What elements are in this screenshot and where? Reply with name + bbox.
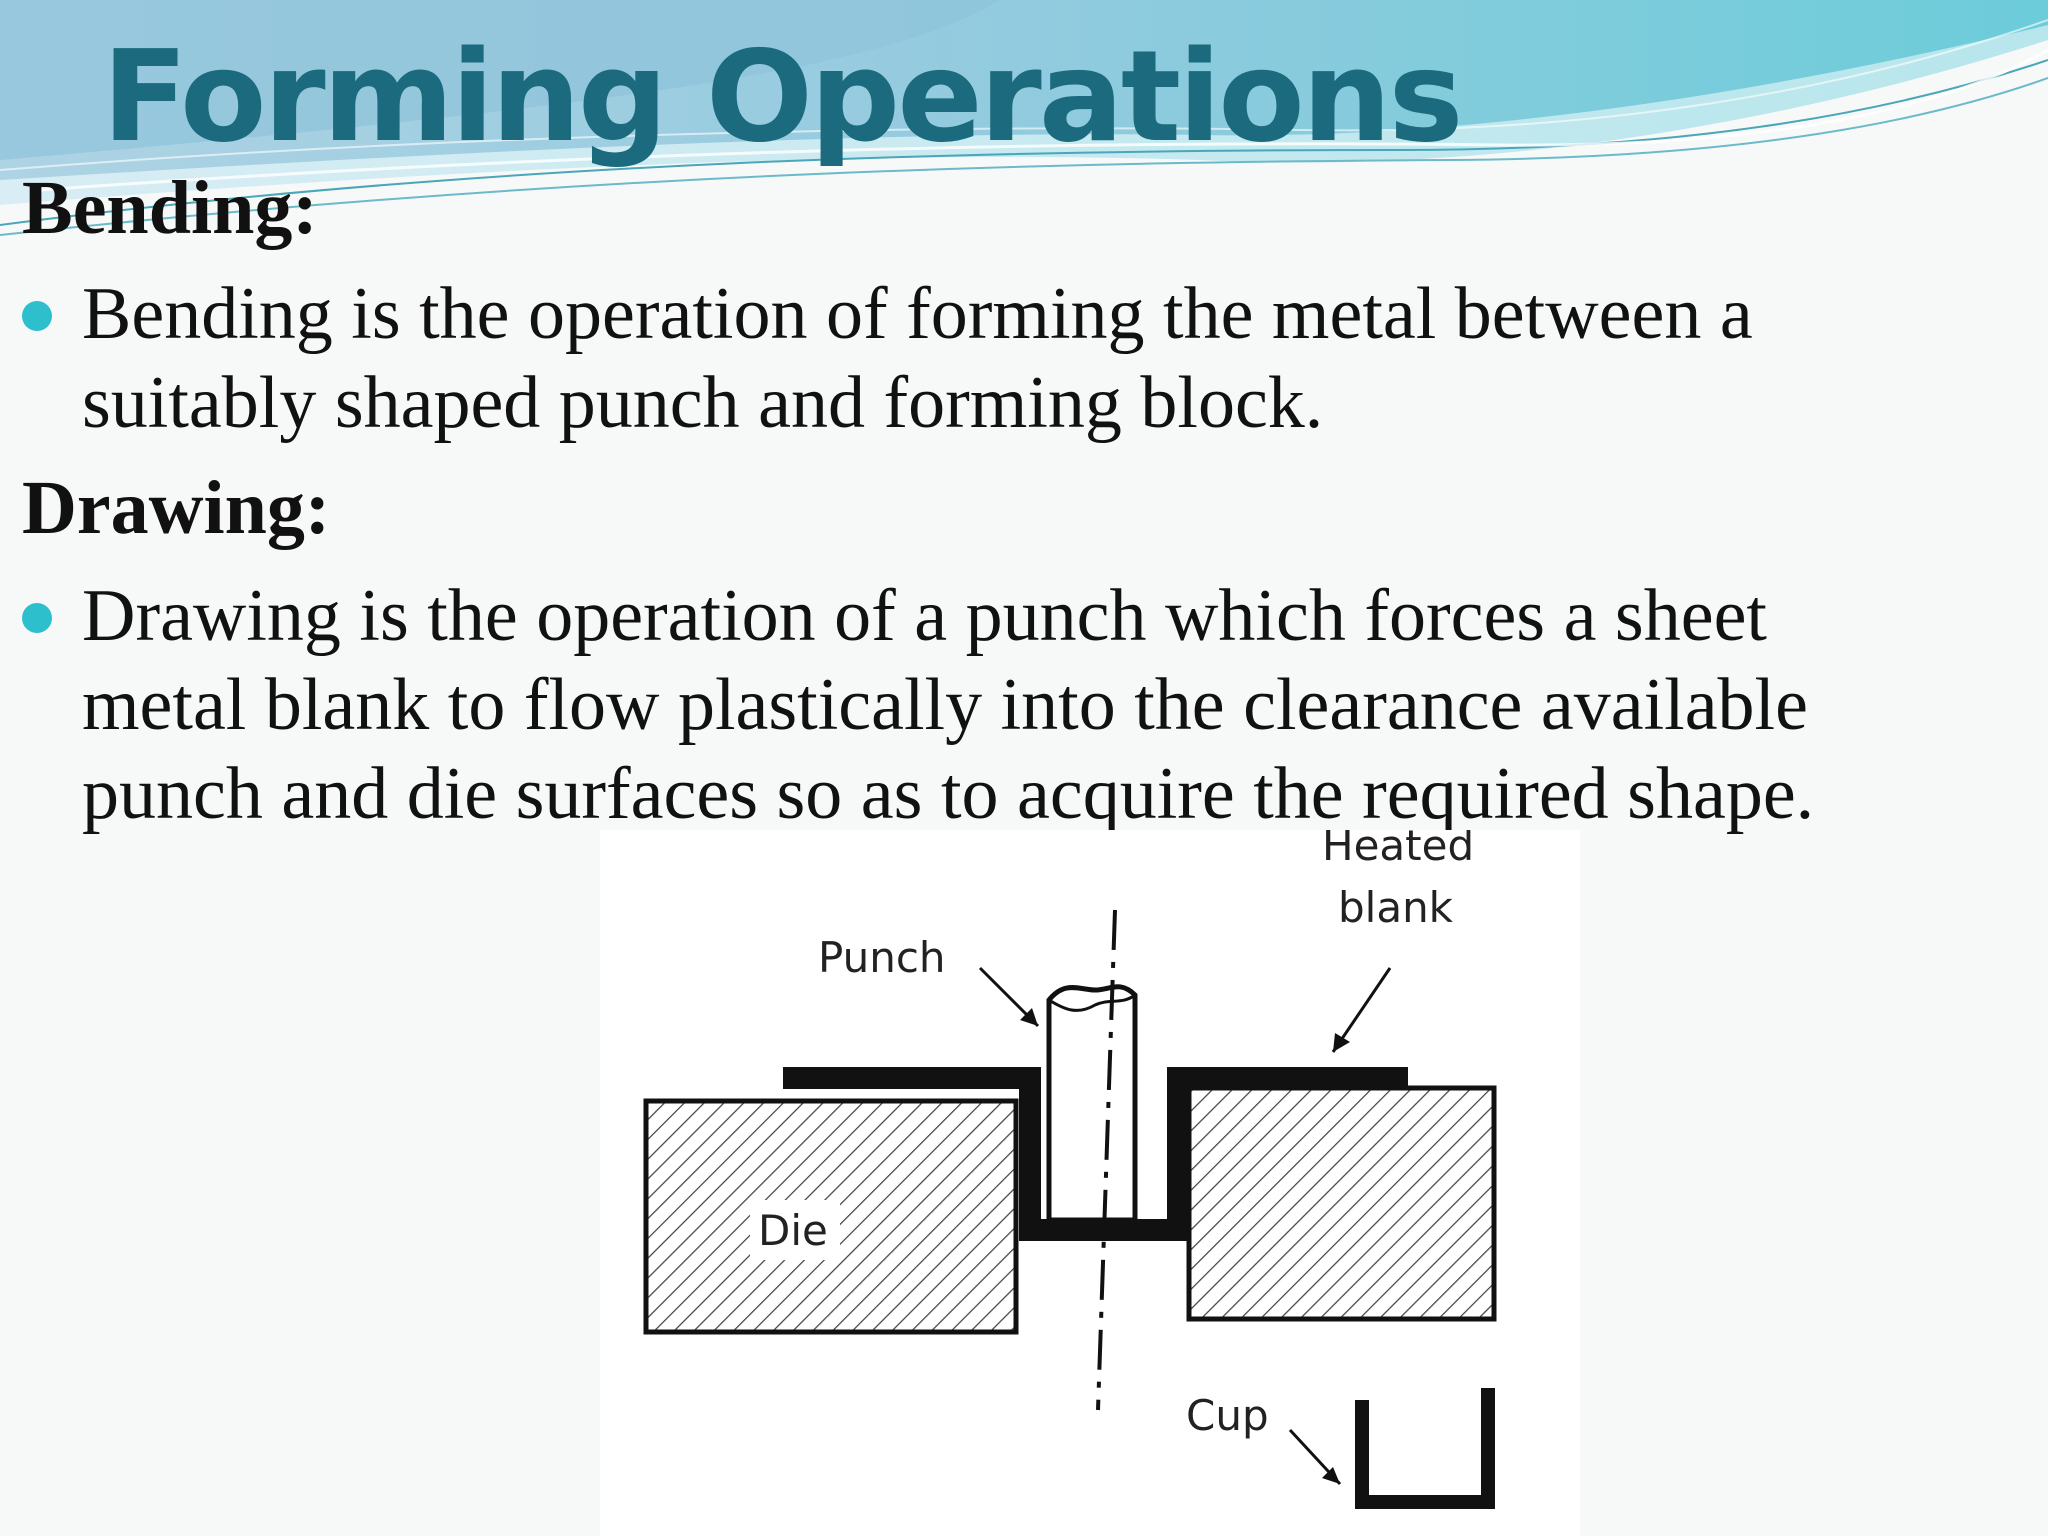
punch-shape xyxy=(1046,984,1138,1223)
cup-arrow-icon xyxy=(1322,1467,1340,1484)
label-blank: blank xyxy=(1338,883,1454,932)
drawing-operation-diagram: Punch Heated blank Die Cup xyxy=(600,830,1580,1536)
bullet-line: Bending is the operation of forming the … xyxy=(82,273,1753,355)
bullet-line: metal blank to flow plastically into the… xyxy=(82,664,1808,746)
section-heading-drawing: Drawing: xyxy=(22,466,331,550)
bullet-line: Drawing is the operation of a punch whic… xyxy=(82,575,1767,657)
label-punch: Punch xyxy=(818,933,946,982)
die-right xyxy=(1186,1085,1497,1322)
center-line xyxy=(1096,909,1117,1411)
slide-title: Forming Operations xyxy=(102,23,1464,170)
bullet-text: Drawing is the operation of a punch whic… xyxy=(82,572,2002,839)
cup-shape xyxy=(1355,1388,1495,1509)
label-cup: Cup xyxy=(1186,1391,1269,1440)
bullet-dot-icon xyxy=(22,301,52,331)
bullet-line: suitably shaped punch and forming block. xyxy=(82,362,1324,444)
bullet-bending: Bending is the operation of forming the … xyxy=(22,270,2022,448)
punch-arrow-icon xyxy=(1020,1008,1038,1026)
bullet-line: punch and die surfaces so as to acquire … xyxy=(82,753,1815,835)
bullet-dot-icon xyxy=(22,603,52,633)
bullet-drawing: Drawing is the operation of a punch whic… xyxy=(22,572,2022,839)
bullet-text: Bending is the operation of forming the … xyxy=(82,270,2002,448)
blank-arrow-icon xyxy=(1333,1033,1350,1052)
label-heated: Heated xyxy=(1322,830,1474,870)
label-die: Die xyxy=(758,1206,828,1255)
die-label-backdrop xyxy=(750,1200,840,1260)
heated-blank-shape xyxy=(783,1067,1408,1241)
decorative-wave-header xyxy=(0,0,2048,236)
section-heading-bending: Bending: xyxy=(22,166,318,250)
